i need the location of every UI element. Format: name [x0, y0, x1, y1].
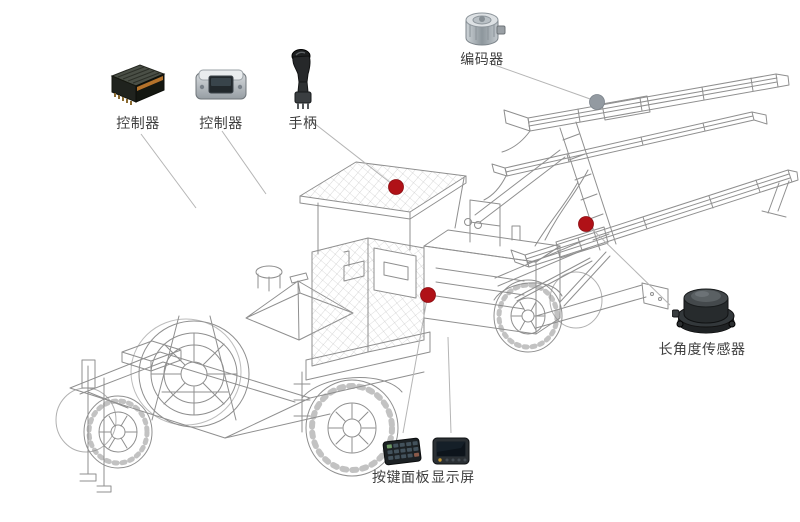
marker-encoder-mount: [589, 94, 605, 110]
operator-cab: [293, 161, 467, 433]
display-image: [432, 437, 470, 465]
center-wheel: [301, 377, 403, 477]
angle-sensor-image: [672, 288, 736, 334]
leader-line-controller1: [140, 133, 197, 209]
angle-sensor-thumbnail: [672, 280, 740, 338]
keypad-label: 按键面板: [372, 470, 430, 486]
controller1-label: 控制器: [116, 116, 160, 132]
rear-wheels: [55, 387, 153, 469]
joystick-image: [291, 49, 312, 109]
front-wheels: [493, 271, 603, 353]
display-thumbnail: [431, 434, 471, 467]
marker-chassis-mid: [420, 287, 436, 303]
controller1-image: [110, 64, 166, 105]
leader-line-encoder: [488, 62, 594, 101]
encoder-label: 编码器: [460, 52, 504, 68]
leader-line-controller2: [221, 130, 267, 195]
marker-cab-roof: [388, 179, 404, 195]
handle-thumbnail: [286, 48, 320, 112]
controller1-thumbnail: [106, 58, 170, 108]
cable-reel: [130, 315, 250, 428]
encoder-thumbnail: [459, 8, 507, 52]
marker-boom: [578, 216, 594, 232]
controller2-thumbnail: [193, 63, 249, 106]
leader-line-display: [447, 336, 452, 434]
leader-line-angle-sensor: [589, 226, 671, 306]
drill-rig-wireframe: [55, 73, 799, 493]
controller2-image: [195, 69, 247, 100]
keypad-image: [382, 437, 422, 466]
leader-lines: [140, 62, 671, 434]
front-frame: [535, 251, 669, 329]
drill-booms: [474, 73, 799, 302]
front-body: [423, 199, 563, 335]
leader-line-keypad: [402, 298, 428, 434]
leader-line-handle: [309, 119, 393, 185]
display-label: 显示屏: [431, 470, 475, 486]
keypad-thumbnail: [380, 434, 424, 467]
position-markers: [388, 94, 605, 303]
controller2-label: 控制器: [199, 116, 243, 132]
encoder-image: [465, 12, 506, 46]
handle-label: 手柄: [288, 116, 318, 132]
angle-sensor-label: 长角度传感器: [658, 342, 746, 358]
